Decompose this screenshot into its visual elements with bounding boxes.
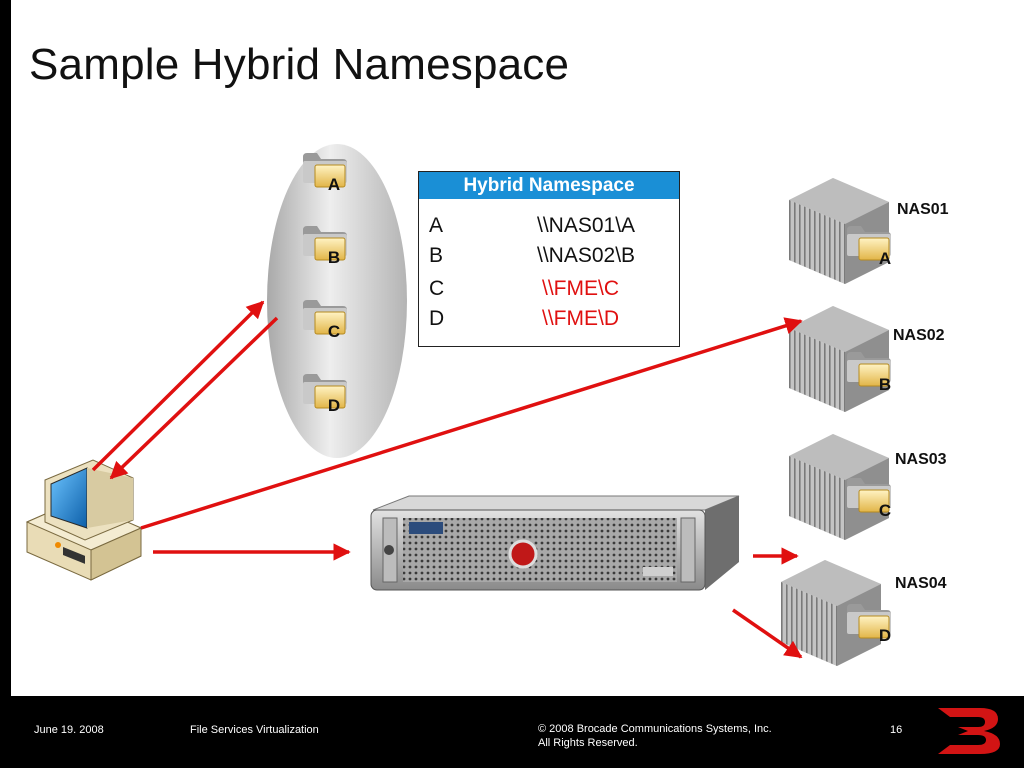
folder-label: C [328,322,340,341]
nas-folder-label: B [879,375,891,394]
arrow-client-to-namespace [91,300,265,472]
namespace-target: \\FME\C [542,277,619,300]
brocade-logo-icon [938,708,1000,754]
footer-page-number: 16 [890,724,903,736]
hybrid-namespace-header: Hybrid Namespace [419,172,679,199]
footer-date: June 19. 2008 [34,724,104,736]
hybrid-namespace-table: Hybrid Namespace A \\NAS01\A B \\NAS02\B… [418,171,680,347]
namespace-row-d: D \\FME\D [419,307,679,337]
namespace-folder-d: D [302,373,348,415]
namespace-target: \\NAS02\B [537,244,636,267]
arrow-client-to-nas02 [140,317,803,530]
namespace-oval [267,144,407,458]
namespace-row-a: A \\NAS01\A [419,214,679,244]
footer-rights: All Rights Reserved. [538,737,638,749]
namespace-key: A [429,214,444,237]
namespace-key: D [429,307,445,330]
nas-folder-label: A [879,249,891,268]
nas-name-label: NAS02 [893,327,945,344]
namespace-target: \\FME\D [542,307,619,330]
namespace-target: \\NAS01\A [537,214,636,237]
namespace-diagram: A B C D [25,144,892,666]
nas-name-label: NAS01 [897,201,949,218]
folder-label: B [328,248,340,267]
nas-device-01: A [789,178,892,284]
slide-footer: June 19. 2008 File Services Virtualizati… [0,696,1024,768]
nas-storage-icon [789,178,889,284]
namespace-row-b: B \\NAS02\B [419,244,679,274]
footer-copyright: © 2008 Brocade Communications Systems, I… [538,723,772,735]
nas-device-04: D [781,560,892,666]
namespace-folder-a: A [302,152,348,194]
rack-server-icon [370,495,740,591]
slide-title: Sample Hybrid Namespace [29,40,570,89]
brocade-badge-icon [508,539,538,569]
arrow-namespace-to-client [109,316,279,480]
slide: Sample Hybrid Namespace [11,0,1024,696]
namespace-folder-c: C [302,299,348,341]
nas-folder-label: C [879,501,891,520]
namespace-key: C [429,277,445,300]
folder-label: D [328,396,340,415]
namespace-row-c: C \\FME\C [419,277,679,307]
folder-label: A [328,175,340,194]
nas-device-03: C [789,434,892,540]
namespace-folder-b: B [302,225,348,267]
arrow-server-to-nas04 [732,608,803,659]
nas-device-02: B [789,306,892,412]
namespace-key: B [429,244,444,267]
desktop-computer-icon [25,459,143,581]
nas-name-label: NAS03 [895,451,947,468]
nas-folder-label: D [879,626,891,645]
nas-name-label: NAS04 [895,575,947,592]
footer-topic: File Services Virtualization [190,724,319,736]
